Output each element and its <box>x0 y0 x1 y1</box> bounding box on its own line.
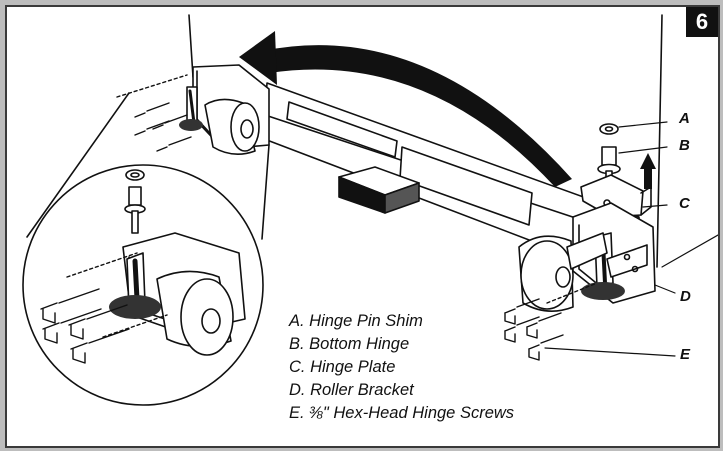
legend-item-roller-bracket: D. Roller Bracket <box>289 381 414 399</box>
right-hinge-screws <box>504 282 598 361</box>
step-number-badge: 6 <box>686 7 718 37</box>
bottom-hinge <box>597 146 621 182</box>
callout-b: B <box>679 137 690 154</box>
leader-line-c <box>642 204 668 208</box>
callout-d: D <box>680 288 691 305</box>
left-hinge-screws <box>116 74 192 152</box>
leader-line-e <box>544 347 676 357</box>
callout-e: E <box>680 346 691 363</box>
legend-item-bottom-hinge: B. Bottom Hinge <box>289 335 410 353</box>
zoom-line <box>261 144 270 240</box>
hinge-pin-shim <box>599 123 619 135</box>
detail-zoom-circle <box>22 164 264 406</box>
callout-c: C <box>679 195 690 212</box>
left-roller-bracket <box>179 64 270 155</box>
up-arrow <box>640 153 656 189</box>
cabinet-edge-line <box>656 14 663 268</box>
rotate-arrow <box>239 31 572 188</box>
support-block <box>338 166 420 214</box>
callout-a: A <box>679 110 690 127</box>
diagram-frame: 6 A B C D E A. Hinge Pin Shim B. Bottom … <box>5 5 720 448</box>
hinge-plate <box>580 174 652 218</box>
leader-line-b <box>618 146 668 154</box>
leader-line-a <box>618 121 668 128</box>
legend-item-hinge-pin-shim: A. Hinge Pin Shim <box>289 312 423 330</box>
zoom-line <box>26 92 130 238</box>
parts-legend: A. Hinge Pin Shim B. Bottom Hinge C. Hin… <box>289 310 514 425</box>
right-roller-bracket <box>518 202 656 312</box>
legend-item-hinge-plate: C. Hinge Plate <box>289 358 396 376</box>
leader-line-d <box>654 284 676 294</box>
assembly-illustration <box>22 14 718 406</box>
legend-item-hinge-screws: E. ⅜" Hex-Head Hinge Screws <box>289 404 515 422</box>
